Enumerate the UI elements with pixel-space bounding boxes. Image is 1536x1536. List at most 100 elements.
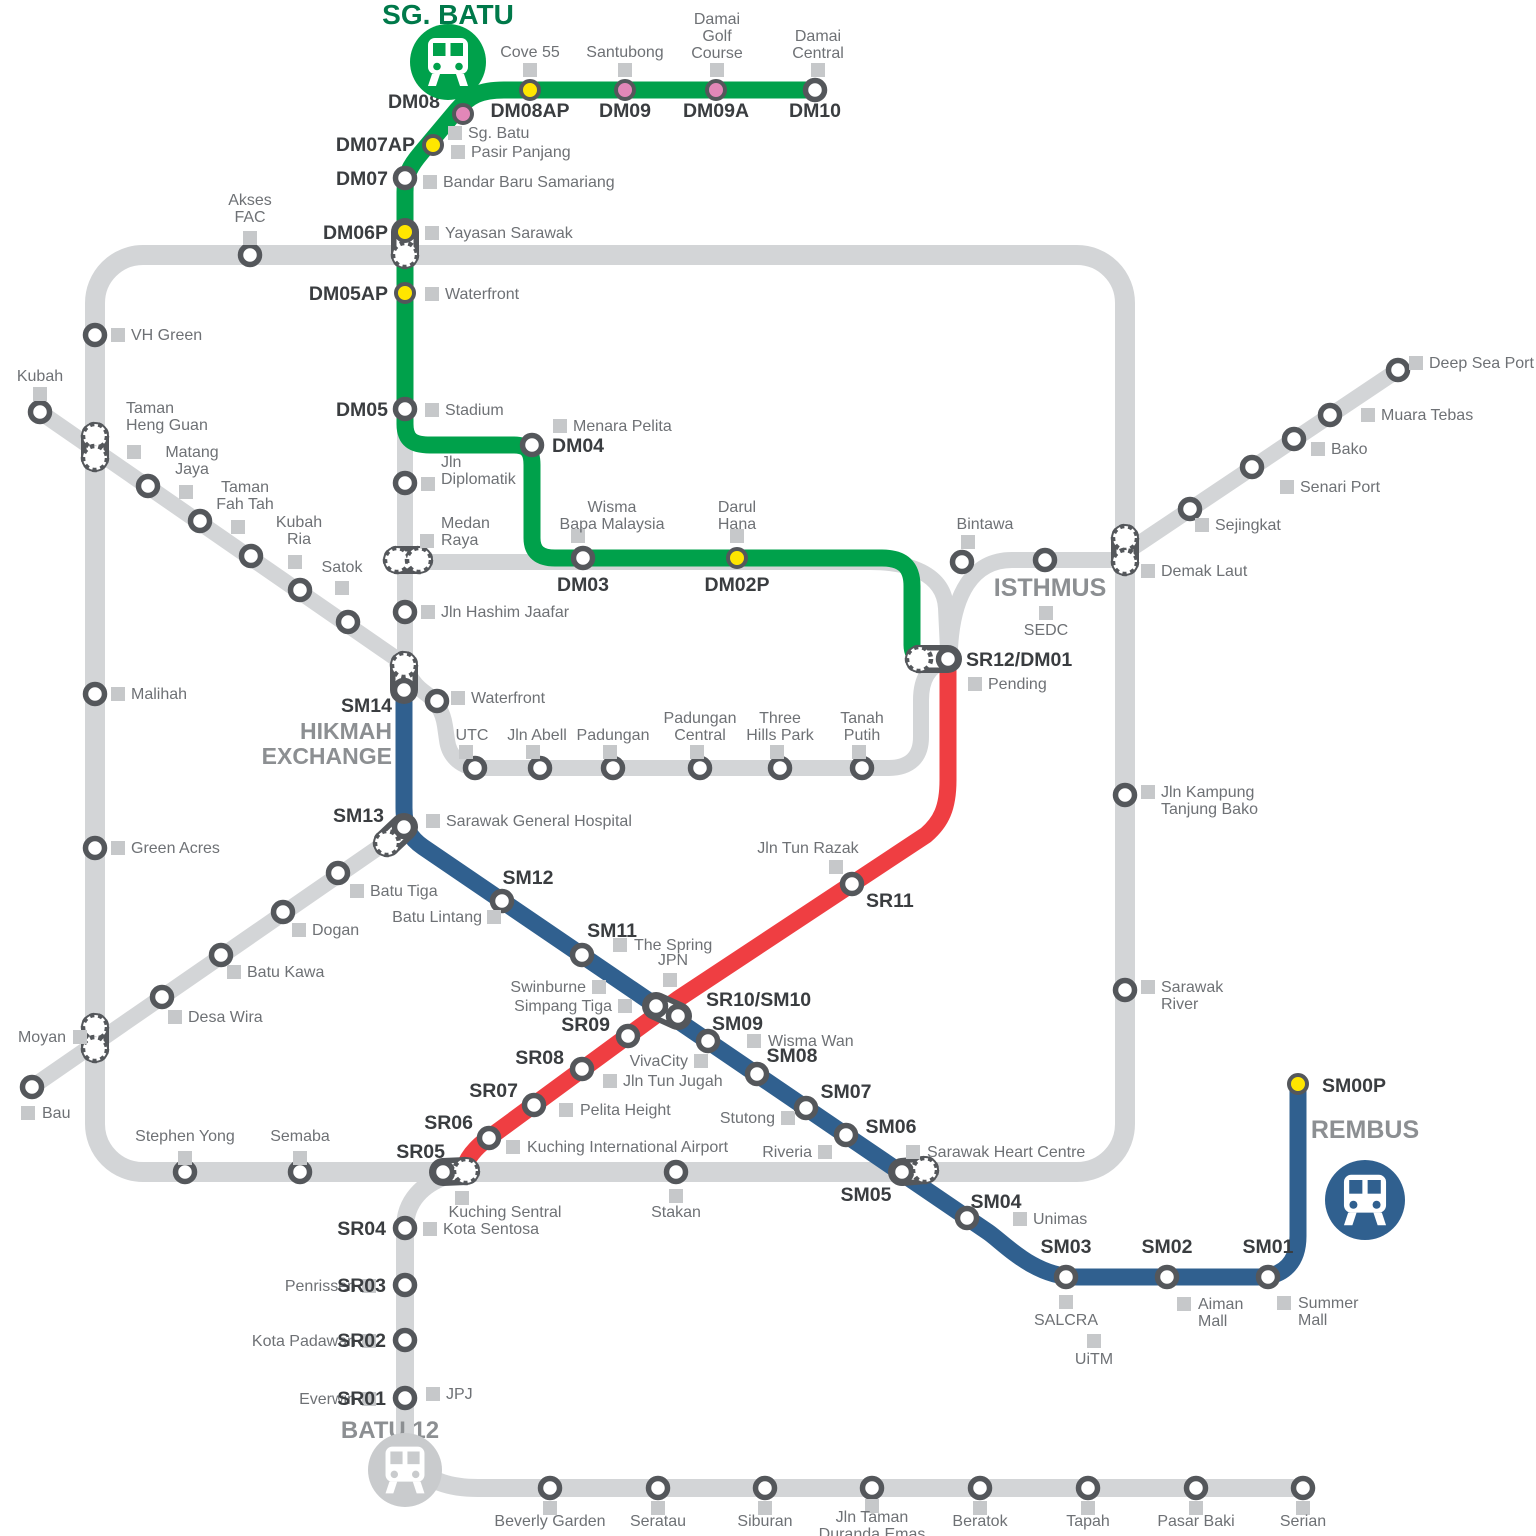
landmark-kota-padawan-label: Kota Padawan	[252, 1333, 356, 1350]
big-label-title-hikmah-2: EXCHANGE	[262, 743, 392, 769]
landmark-bako-label: Bako	[1331, 441, 1368, 458]
station-stop-taman-fah-tah-marker	[238, 543, 264, 569]
landmark-desa-wira-label: Desa Wira	[188, 1009, 263, 1026]
landmark-seratau-label: Seratau	[630, 1513, 686, 1530]
landmark-matang-jaya-square	[179, 485, 193, 499]
station-dm07-marker	[392, 165, 418, 191]
station-sm06-marker	[833, 1122, 859, 1148]
station-dm09a-marker	[705, 79, 727, 101]
station-sm14-dashed-marker	[389, 650, 419, 680]
landmark-dogan-label: Dogan	[312, 922, 359, 939]
landmark-summer-mall-square	[1277, 1296, 1291, 1310]
landmark-pelita-height-label: Pelita Height	[580, 1102, 671, 1119]
station-stop-dogan-marker	[270, 899, 296, 925]
station-label-lbl-dm07: DM07	[336, 168, 388, 190]
landmark-vh-green-label: VH Green	[131, 327, 202, 344]
landmark-demak-laut-square	[1141, 564, 1155, 578]
landmark-muara-tebas-square	[1361, 408, 1375, 422]
station-label-lbl-dm06p: DM06P	[323, 222, 388, 244]
landmark-the-spring-square	[613, 938, 627, 952]
station-label-lbl-sr09: SR09	[561, 1014, 610, 1036]
station-label-lbl-sr01: SR01	[337, 1388, 386, 1410]
station-stop-deep-sea-port-marker	[1385, 357, 1411, 383]
station-label-lbl-sm14: SM14	[341, 695, 392, 717]
station-sm13-dashed-marker	[372, 828, 402, 858]
landmark-sarawak-general-hospital-square	[426, 814, 440, 828]
landmark-damai-golf-course-square	[710, 63, 724, 77]
landmark-padungan-square	[603, 745, 617, 759]
station-dm04-marker	[519, 432, 545, 458]
station-dm03-marker	[570, 545, 596, 571]
big-label-title-hikmah-1: HIKMAH	[300, 718, 392, 744]
station-sm03-marker	[1053, 1264, 1079, 1290]
landmark-everwin-square	[362, 1392, 376, 1406]
landmark-jln-taman-duranda-emas-square	[865, 1499, 879, 1513]
landmark-bau-square	[21, 1106, 35, 1120]
station-dm08ap-marker	[519, 79, 541, 101]
landmark-waterfront-loop-label: Waterfront	[471, 690, 546, 707]
landmark-bintawa-label: Bintawa	[957, 516, 1014, 533]
station-sm05-marker	[889, 1159, 915, 1185]
station-stop-sejingkat-marker	[1177, 496, 1203, 522]
landmark-jln-diplomatik-square	[421, 477, 435, 491]
landmark-penrissen-square	[362, 1279, 376, 1293]
station-stop-senari-port-marker	[1239, 454, 1265, 480]
station-stop-vh-green-marker	[82, 322, 108, 348]
landmark-taman-fah-tah-square	[231, 520, 245, 534]
route-line-feeder-bintawa	[942, 552, 1128, 656]
landmark-sarawak-general-hospital-label: Sarawak General Hospital	[446, 813, 632, 830]
landmark-batu-kawa-label: Batu Kawa	[247, 964, 324, 981]
landmark-jln-tun-razak-label: Jln Tun Razak	[757, 840, 859, 857]
landmark-sedc-square	[1039, 606, 1053, 620]
landmark-stadium-square	[425, 403, 439, 417]
icon-rembus-train	[1325, 1160, 1405, 1240]
route-line-feeder-medan-waterfront	[397, 247, 954, 776]
landmark-padungan-central-square	[690, 745, 704, 759]
station-sr03-marker	[392, 1272, 418, 1298]
landmark-menara-pelita-square	[553, 419, 567, 433]
landmark-riveria-label: Riveria	[762, 1144, 812, 1161]
landmark-three-hills-park-square	[770, 745, 784, 759]
landmark-padungan-label: Padungan	[577, 727, 650, 744]
landmark-bandar-baru-samariang-square	[423, 175, 437, 189]
station-label-lbl-sr03: SR03	[337, 1275, 386, 1297]
station-sm14-marker	[391, 677, 417, 703]
landmark-kuching-sentral-square	[455, 1191, 469, 1205]
landmark-akses-fac-square	[243, 231, 257, 245]
landmark-pending-label: Pending	[988, 676, 1047, 693]
landmark-green-acres-square	[111, 841, 125, 855]
station-stop-jln-kampung-tanjung-bako-marker	[1112, 782, 1138, 808]
landmark-kuching-international-airport-square	[506, 1140, 520, 1154]
landmark-batu-tiga-square	[350, 884, 364, 898]
landmark-pasir-panjang-square	[451, 145, 465, 159]
landmark-stakan-square	[669, 1189, 683, 1203]
landmark-jln-hashim-jaafar-square	[421, 605, 435, 619]
station-sr07-marker	[521, 1092, 547, 1118]
station-stop-beverly-garden-marker	[537, 1475, 563, 1501]
station-label-lbl-dm10: DM10	[789, 100, 841, 122]
station-stop-tanah-putih-marker	[849, 755, 875, 781]
landmark-desa-wira-square	[168, 1010, 182, 1024]
station-sr08-marker	[569, 1056, 595, 1082]
station-sr04-marker	[392, 1215, 418, 1241]
landmark-the-spring-label: The Spring	[634, 937, 712, 954]
landmark-uitm-label: UiTM	[1075, 1351, 1113, 1368]
landmark-satok-square	[335, 581, 349, 595]
landmark-jln-kampung-tanjung-bako-square	[1141, 785, 1155, 799]
station-label-lbl-sm00p: SM00P	[1322, 1075, 1386, 1097]
station-sr05-marker	[430, 1159, 456, 1185]
station-sm07-marker	[793, 1095, 819, 1121]
landmark-vivacity-square	[694, 1054, 708, 1068]
station-stop-pasar-baki-marker	[1183, 1475, 1209, 1501]
icon-batu-12-train-light-left	[390, 1470, 398, 1479]
station-dm02p-marker	[726, 547, 748, 569]
landmark-semaba-label: Semaba	[270, 1128, 330, 1145]
landmark-everwin-label: Everwin	[299, 1391, 356, 1408]
station-stop-padungan-marker	[600, 755, 626, 781]
station-sr10-sm10-b-marker	[665, 1003, 691, 1029]
station-label-lbl-sm07: SM07	[821, 1081, 872, 1103]
landmark-stephen-yong-square	[178, 1151, 192, 1165]
